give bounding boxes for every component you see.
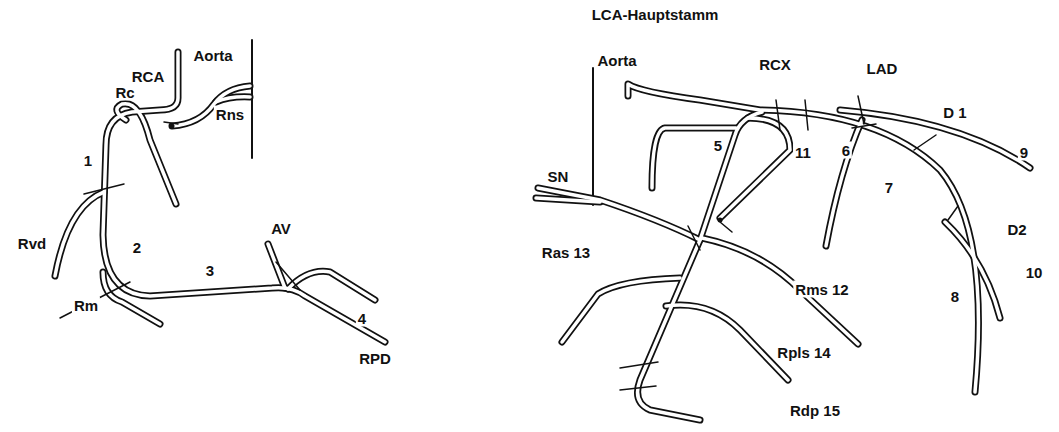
segment-label: 4	[356, 310, 368, 327]
artery-title: LCA-Hauptstamm	[590, 6, 721, 23]
segment-label: 6	[840, 142, 852, 159]
segment-label: 9	[1018, 144, 1030, 161]
segment-label: 11	[793, 144, 813, 161]
segment-label: 3	[204, 262, 216, 279]
segment-label: RPD	[357, 350, 393, 367]
segment-label: Aorta	[191, 47, 234, 64]
segment-label: Rm	[72, 297, 100, 314]
segment-label: 10	[1024, 264, 1045, 281]
segment-label: SN	[546, 168, 571, 185]
segment-label: D2	[1005, 221, 1028, 238]
segment-label: 2	[131, 239, 143, 256]
segment-label: 1	[82, 152, 94, 169]
segment-label: Rc	[113, 84, 136, 101]
segment-label: Rvd	[16, 235, 48, 252]
segment-label: D 1	[941, 104, 968, 121]
segment-label: 5	[712, 137, 724, 154]
segment-label: Ras 13	[540, 244, 592, 261]
segment-label: 8	[949, 288, 961, 305]
segment-label: Rms 12	[793, 281, 850, 298]
segment-label: RCX	[757, 56, 793, 73]
segment-label: AV	[269, 220, 293, 237]
segment-label: Rdp 15	[788, 402, 842, 419]
segment-label: RCA	[130, 68, 167, 85]
segment-label: Aorta	[595, 52, 638, 69]
segment-label: Rpls 14	[775, 344, 832, 361]
segment-label: Rns	[214, 106, 246, 123]
segment-label: 7	[883, 179, 895, 196]
segment-label: LAD	[865, 60, 900, 77]
